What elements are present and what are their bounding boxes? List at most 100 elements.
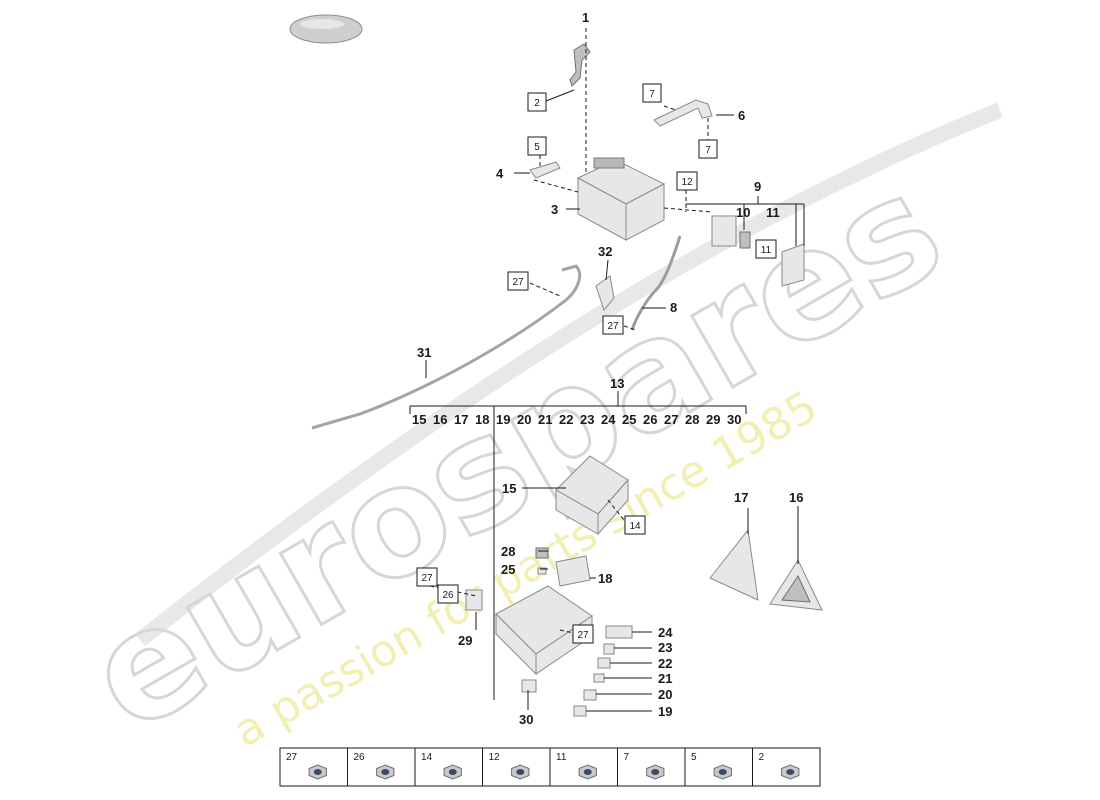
battery-terminal-cable [569,43,591,87]
callout-17: 17 [734,490,748,505]
fuse-relays [573,625,633,717]
callout-32: 32 [598,244,612,259]
group13-item: 26 [643,412,657,427]
group13-item: 21 [538,412,552,427]
group13-item: 25 [622,412,636,427]
group13-item: 29 [706,412,720,427]
boxed-ref-5: 5 [527,136,547,156]
svg-text:7: 7 [649,89,655,100]
callout-24: 24 [658,625,673,640]
callout-13: 13 [610,376,624,391]
svg-text:27: 27 [607,321,619,332]
relay-30 [521,679,537,693]
group13-item: 24 [601,412,616,427]
fuse-holder-29 [465,589,483,611]
nut-hole-icon [651,769,660,775]
hardware-cell-label: 27 [286,752,298,763]
hardware-cell-label: 14 [421,752,433,763]
battery-bracket [529,161,561,179]
hardware-cell: 7 [617,748,665,786]
callout-29: 29 [458,633,472,648]
callout-18: 18 [598,571,612,586]
cap-highlight [300,19,344,29]
hardware-cell: 2 [752,748,800,786]
hardware-cell-label: 12 [489,752,501,763]
boxed-refs: 2 5 7 7 12 11 27 27 [416,83,777,644]
group13-item: 17 [454,412,468,427]
callout-3: 3 [551,202,558,217]
group13-item: 22 [559,412,573,427]
callout-1: 1 [582,10,589,25]
hardware-cell: 5 [684,748,732,786]
callout-10: 10 [736,205,750,220]
boxed-ref-27-c: 27 [416,567,438,587]
group13-item: 23 [580,412,594,427]
nut-hole-icon [381,769,390,775]
relay-28 [535,547,549,559]
callout-21: 21 [658,671,672,686]
hardware-cell-label: 11 [556,752,567,763]
group13-item: 30 [727,412,741,427]
fuse-25 [537,567,547,575]
hardware-cell: 12 [482,748,530,786]
callout-28: 28 [501,544,515,559]
callouts: 1 3 4 6 8 9 10 11 13 15 16 17 18 19 20 2… [417,10,803,727]
hold-down-strap [653,99,713,127]
nut-hole-icon [313,769,322,775]
callout-8: 8 [670,300,677,315]
positive-cable [630,235,682,331]
group13-item: 19 [496,412,510,427]
leader-lines [409,28,805,712]
cable-clip [595,275,615,312]
hardware-cell-label: 26 [354,752,366,763]
nut-hole-icon [516,769,525,775]
svg-text:14: 14 [629,521,641,532]
nut-hole-icon [583,769,592,775]
group13-item: 15 [412,412,426,427]
svg-text:27: 27 [421,573,433,584]
boxed-ref-11: 11 [755,239,777,259]
group13-item: 28 [685,412,699,427]
callout-15: 15 [502,481,516,496]
hardware-cell: 26 [347,748,395,786]
boxed-ref-27-b: 27 [602,315,624,335]
hardware-cell: 14 [414,748,462,786]
hardware-strip: 27 26 14 12 11 7 5 2 [279,747,821,787]
callout-22: 22 [658,656,672,671]
nut-hole-icon [718,769,727,775]
callout-25: 25 [501,562,515,577]
group13-item: 27 [664,412,678,427]
hardware-cell-label: 7 [624,752,630,763]
boxed-ref-12: 12 [676,171,698,191]
boxed-ref-26: 26 [437,584,459,604]
boxed-ref-7-bottom: 7 [698,139,718,159]
callout-6: 6 [738,108,745,123]
callout-19: 19 [658,704,672,719]
boxed-ref-27-d: 27 [572,624,594,644]
callout-16: 16 [789,490,803,505]
warning-triangle-17 [709,528,759,601]
battery [576,157,666,241]
relay-bracket [555,555,591,587]
nut-hole-icon [786,769,795,775]
group13-item: 16 [433,412,447,427]
hardware-cell-label: 2 [759,752,765,763]
hardware-cell-label: 5 [691,752,697,763]
callout-20: 20 [658,687,672,702]
callout-11: 11 [766,205,780,220]
boxed-ref-7-top: 7 [642,83,662,103]
svg-text:27: 27 [512,277,524,288]
main-cable [311,264,582,430]
nut-hole-icon [448,769,457,775]
svg-text:12: 12 [681,177,693,188]
watermark-brand: eurospares [61,141,969,766]
callout-30: 30 [519,712,533,727]
svg-text:26: 26 [442,590,454,601]
svg-text:11: 11 [761,245,772,256]
hardware-cell: 11 [549,748,597,786]
svg-text:27: 27 [577,630,589,641]
group13-item: 20 [517,412,531,427]
boxed-ref-27-a: 27 [507,271,529,291]
callout-23: 23 [658,640,672,655]
svg-text:7: 7 [705,145,711,156]
